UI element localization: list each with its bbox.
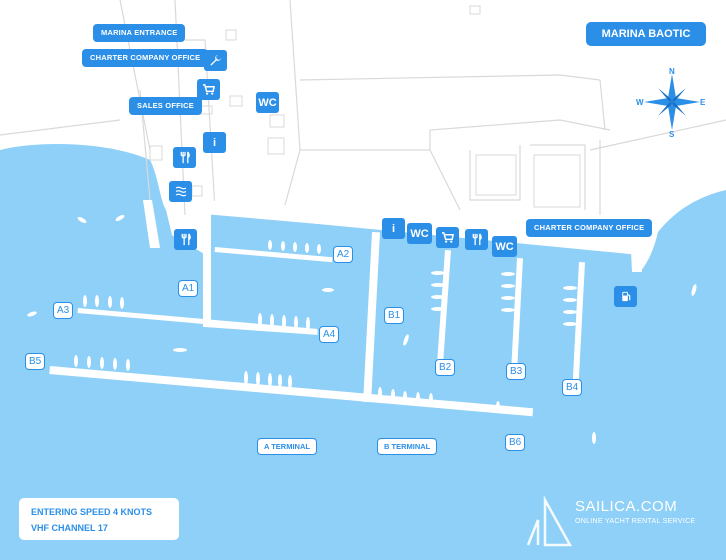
- label-charter-office-east[interactable]: CHARTER COMPANY OFFICE: [526, 219, 653, 237]
- label-charter-office-west[interactable]: CHARTER COMPANY OFFICE: [82, 49, 209, 67]
- pier-label-a2[interactable]: A2: [333, 246, 354, 263]
- compass-s: S: [669, 130, 675, 139]
- pier-label-b6[interactable]: B6: [505, 434, 526, 451]
- terminal-a[interactable]: A TERMINAL: [257, 438, 317, 455]
- pier-a2: [214, 247, 333, 263]
- vhf-channel-text: VHF CHANNEL 17: [31, 523, 108, 533]
- pier-label-b2[interactable]: B2: [435, 359, 456, 376]
- compass-w: W: [636, 98, 644, 107]
- terminal-b[interactable]: B TERMINAL: [377, 438, 438, 455]
- pier-label-a1[interactable]: A1: [178, 280, 199, 297]
- pier-label-b4[interactable]: B4: [562, 379, 583, 396]
- pier-b5: [49, 366, 534, 417]
- compass-e: E: [700, 98, 706, 107]
- info-icon-quay[interactable]: i: [382, 218, 405, 239]
- restaurant-icon-quay[interactable]: [174, 229, 197, 250]
- wrench-icon[interactable]: [204, 50, 227, 71]
- pier-b1: [363, 232, 380, 403]
- shopping-cart-icon[interactable]: [197, 79, 220, 100]
- label-marina-entrance[interactable]: MARINA ENTRANCE: [93, 24, 186, 42]
- restaurant-icon-east[interactable]: [465, 229, 488, 250]
- waves-icon[interactable]: [169, 181, 192, 202]
- fuel-station-icon[interactable]: [614, 286, 637, 307]
- pier-label-b1[interactable]: B1: [384, 307, 405, 324]
- east-breakwater: [630, 230, 642, 272]
- wc-icon[interactable]: WC: [256, 92, 279, 113]
- pier-label-a3[interactable]: A3: [53, 302, 74, 319]
- pier-b3: [511, 258, 523, 369]
- pier-b4: [572, 262, 585, 383]
- compass-rose-icon: [644, 74, 700, 130]
- pier-a1-stem: [203, 212, 211, 327]
- label-sales-office[interactable]: SALES OFFICE: [129, 97, 202, 115]
- wc-icon-east[interactable]: WC: [492, 236, 517, 257]
- pier-label-b5[interactable]: B5: [25, 353, 46, 370]
- brand-tagline: ONLINE YACHT RENTAL SERVICE: [575, 518, 696, 525]
- sailica-logo-icon: [526, 495, 573, 547]
- pier-label-a4[interactable]: A4: [319, 326, 340, 343]
- entering-speed-text: ENTERING SPEED 4 KNOTS: [31, 507, 153, 517]
- navigation-info-box: ENTERING SPEED 4 KNOTS VHF CHANNEL 17: [19, 498, 179, 540]
- info-icon[interactable]: i: [203, 132, 226, 153]
- marina-title: MARINA BAOTIC: [586, 22, 706, 46]
- wc-icon-quay[interactable]: WC: [407, 223, 432, 244]
- moored-boats: [27, 214, 697, 444]
- compass-n: N: [669, 67, 675, 76]
- restaurant-icon[interactable]: [173, 147, 196, 168]
- pier-label-b3[interactable]: B3: [506, 363, 527, 380]
- brand-name: SAILICA.COM: [575, 498, 678, 515]
- sailica-brand: SAILICA.COM ONLINE YACHT RENTAL SERVICE: [575, 498, 695, 525]
- shopping-cart-icon-quay[interactable]: [436, 227, 459, 248]
- pier-b2: [437, 250, 451, 361]
- pier-a4: [204, 321, 318, 335]
